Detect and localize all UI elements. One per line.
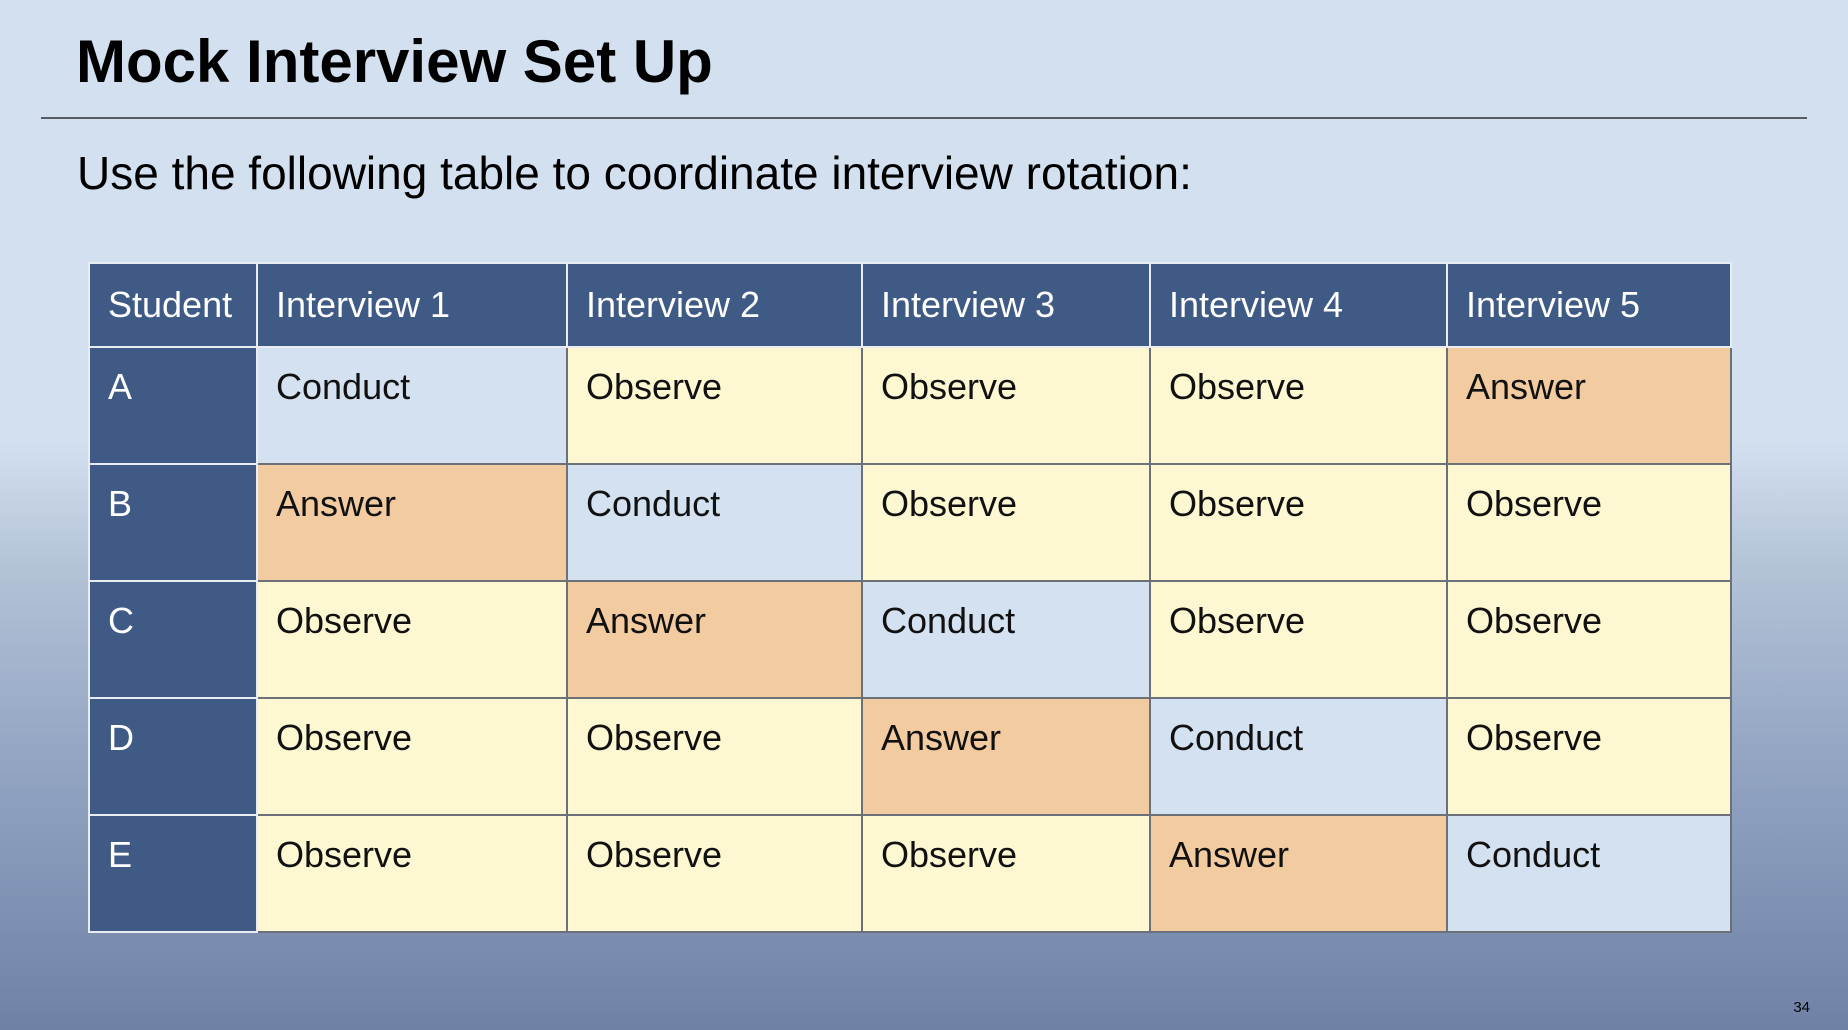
role-cell: Observe — [256, 814, 568, 933]
table-row: D Observe Observe Answer Conduct Observe — [88, 697, 1732, 816]
student-label: A — [88, 346, 258, 465]
role-cell: Observe — [566, 697, 863, 816]
student-label: D — [88, 697, 258, 816]
header-interview-2: Interview 2 — [566, 262, 863, 348]
role-cell: Answer — [1446, 346, 1732, 465]
role-cell: Observe — [1149, 580, 1448, 699]
role-cell: Answer — [566, 580, 863, 699]
role-cell: Observe — [256, 580, 568, 699]
header-interview-4: Interview 4 — [1149, 262, 1448, 348]
role-cell: Observe — [861, 814, 1151, 933]
role-cell: Observe — [566, 346, 863, 465]
table-row: C Observe Answer Conduct Observe Observe — [88, 580, 1732, 699]
role-cell: Observe — [861, 346, 1151, 465]
role-cell: Observe — [1149, 346, 1448, 465]
title-divider — [41, 117, 1807, 119]
role-cell: Observe — [1446, 580, 1732, 699]
role-cell: Observe — [861, 463, 1151, 582]
role-cell: Conduct — [256, 346, 568, 465]
role-cell: Conduct — [861, 580, 1151, 699]
header-interview-3: Interview 3 — [861, 262, 1151, 348]
slide-title: Mock Interview Set Up — [76, 28, 713, 95]
role-cell: Answer — [861, 697, 1151, 816]
role-cell: Answer — [1149, 814, 1448, 933]
header-interview-1: Interview 1 — [256, 262, 568, 348]
student-label: C — [88, 580, 258, 699]
header-interview-5: Interview 5 — [1446, 262, 1732, 348]
table-header-row: Student Interview 1 Interview 2 Intervie… — [88, 262, 1732, 348]
role-cell: Conduct — [566, 463, 863, 582]
table-row: E Observe Observe Observe Answer Conduct — [88, 814, 1732, 933]
table-row: A Conduct Observe Observe Observe Answer — [88, 346, 1732, 465]
role-cell: Observe — [1446, 463, 1732, 582]
slide-subtitle: Use the following table to coordinate in… — [77, 147, 1192, 199]
role-cell: Observe — [1149, 463, 1448, 582]
table-row: B Answer Conduct Observe Observe Observe — [88, 463, 1732, 582]
role-cell: Conduct — [1149, 697, 1448, 816]
role-cell: Observe — [1446, 697, 1732, 816]
page-number: 34 — [1793, 999, 1810, 1016]
role-cell: Observe — [256, 697, 568, 816]
student-label: E — [88, 814, 258, 933]
interview-rotation-table: Student Interview 1 Interview 2 Intervie… — [88, 262, 1732, 933]
role-cell: Conduct — [1446, 814, 1732, 933]
role-cell: Answer — [256, 463, 568, 582]
header-student: Student — [88, 262, 258, 348]
role-cell: Observe — [566, 814, 863, 933]
student-label: B — [88, 463, 258, 582]
